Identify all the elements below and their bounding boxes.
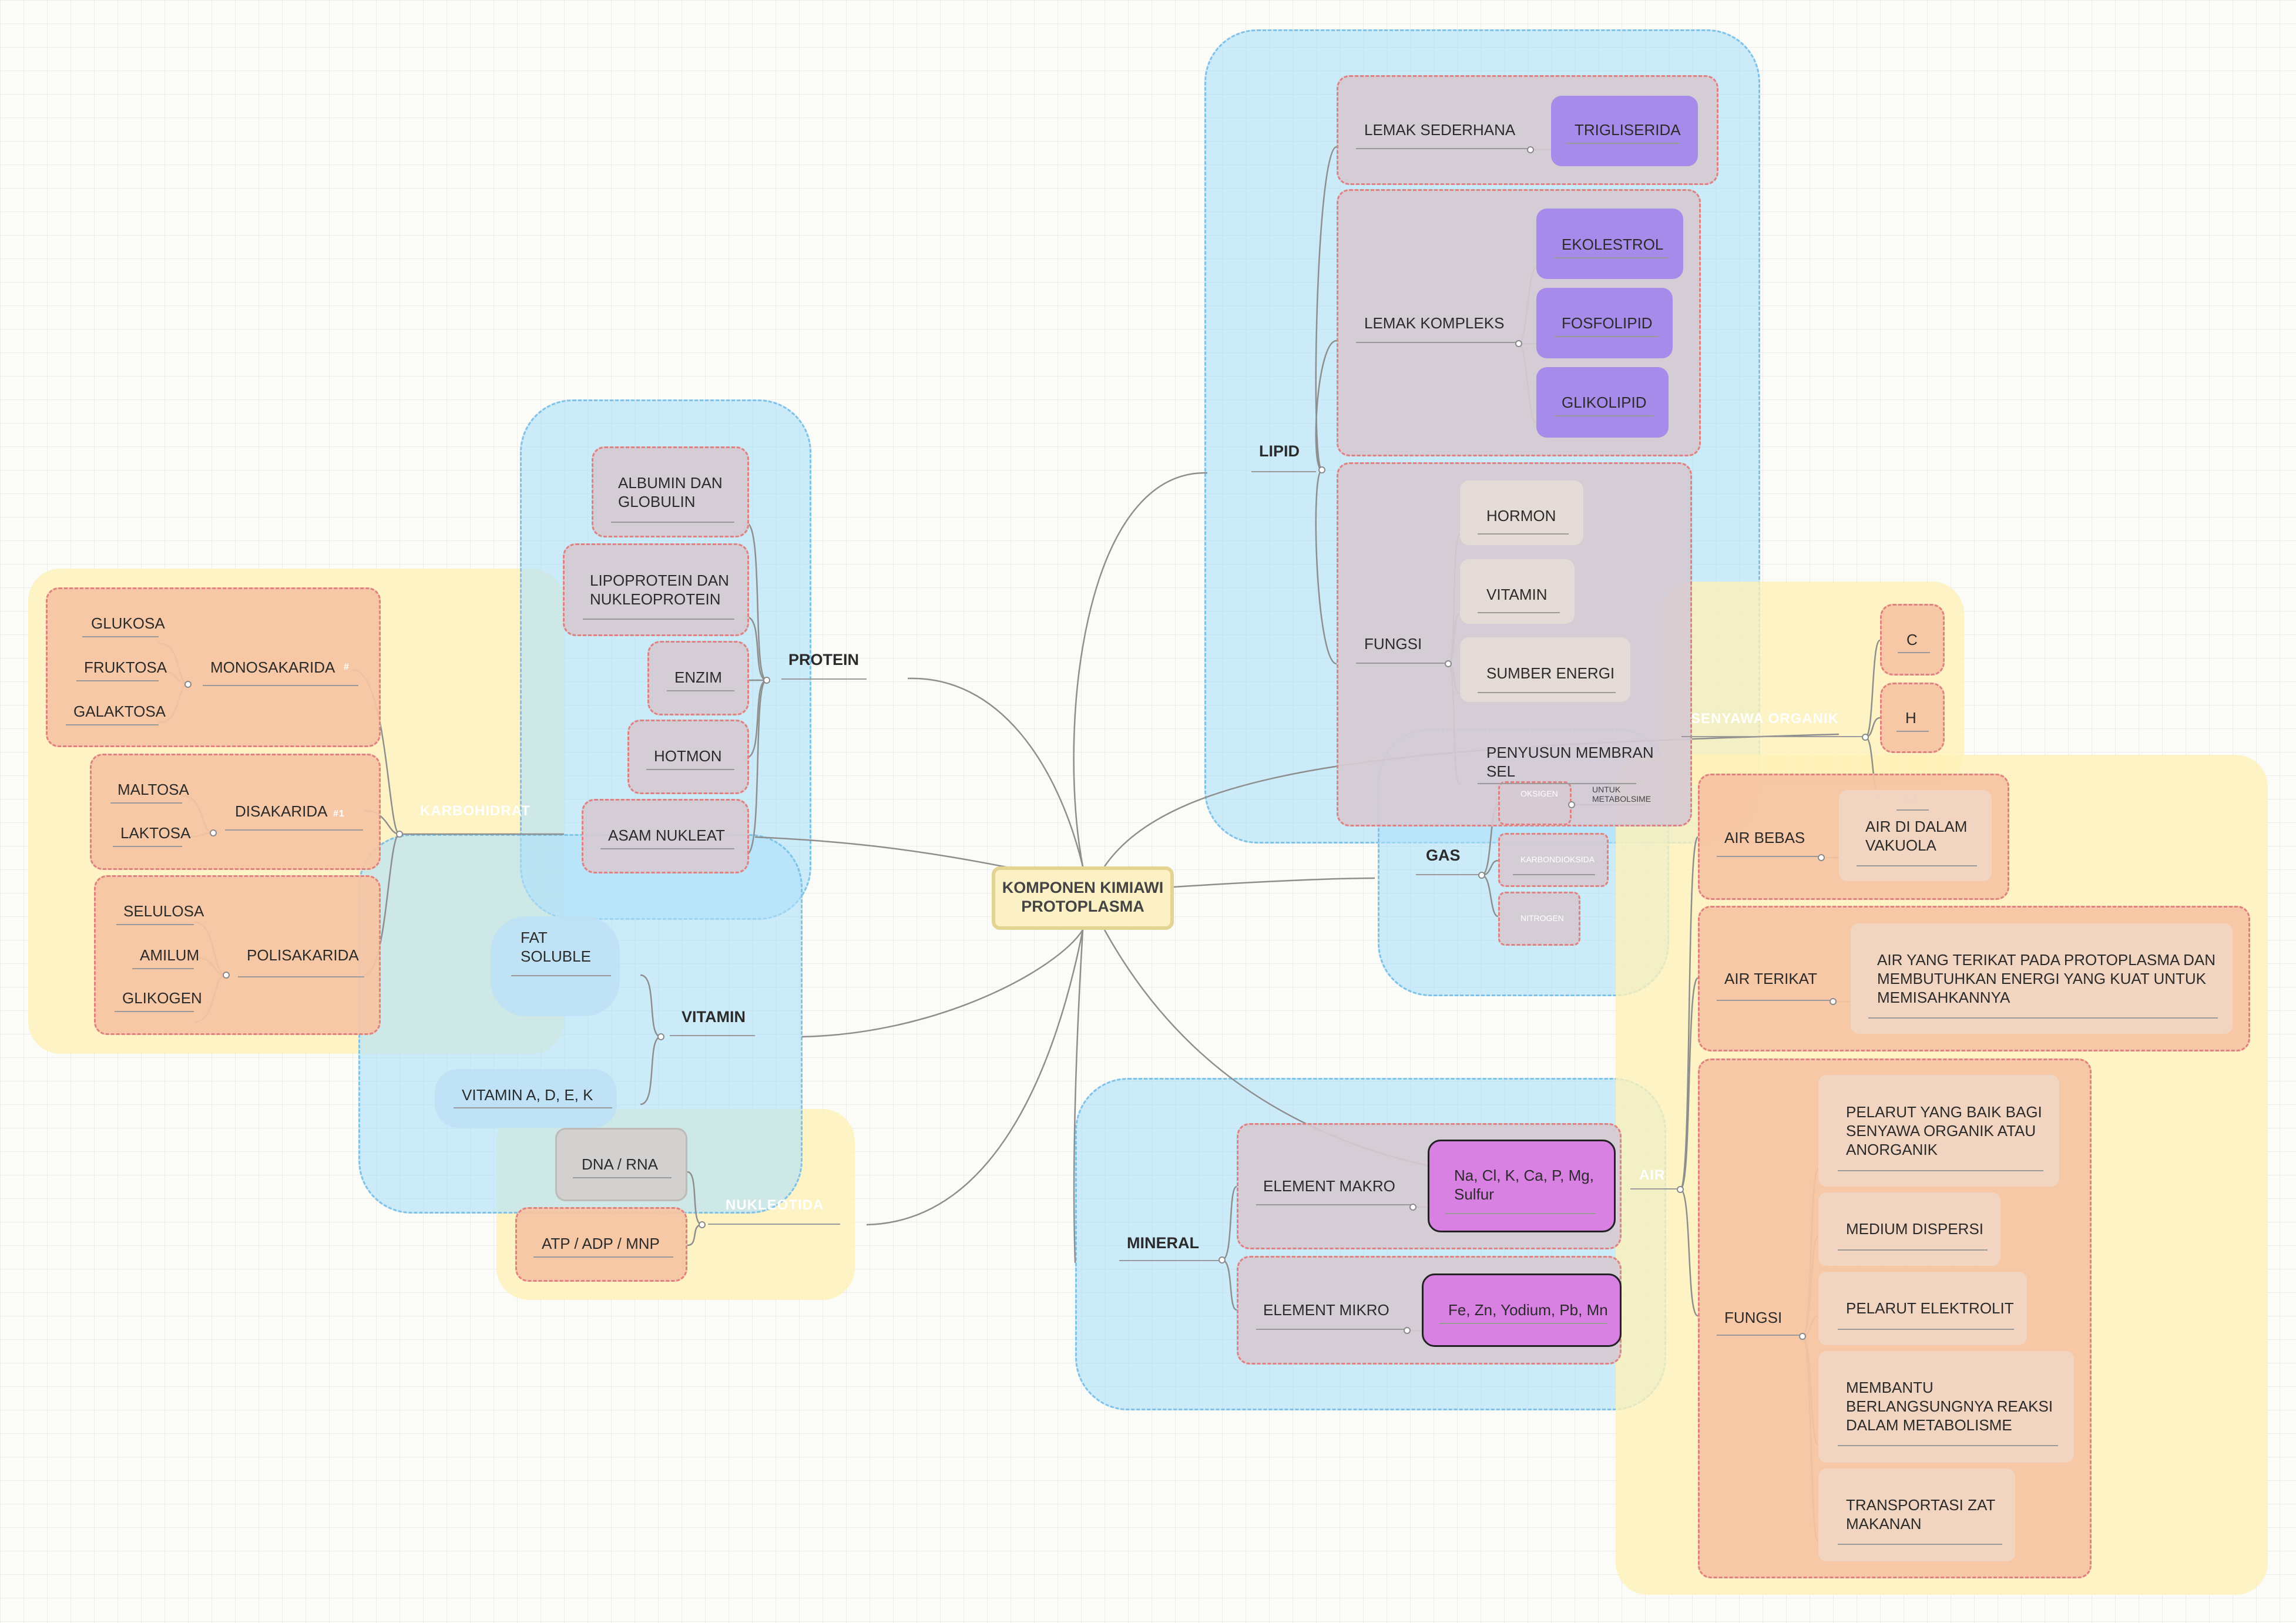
glikogen-node[interactable]: GLIKOGEN — [122, 989, 202, 1007]
monosakarida-tag: # — [344, 662, 350, 672]
laktosa-node[interactable]: LAKTOSA — [120, 824, 191, 842]
dna-rna-node[interactable]: DNA / RNA — [582, 1155, 659, 1173]
asam-nukleat-box[interactable] — [582, 799, 749, 873]
glukosa-node[interactable]: GLUKOSA — [91, 614, 165, 632]
membantu-reaksi-node[interactable]: MEMBANTU BERLANGSUNGNYA REAKSI DALAM MET… — [1846, 1379, 2053, 1434]
enzim-node[interactable]: ENZIM — [674, 668, 722, 686]
hormon-node[interactable]: HORMON — [1486, 507, 1556, 525]
pelarut-organik-box[interactable] — [1818, 1075, 2059, 1187]
albumin-node[interactable]: ALBUMIN DAN GLOBULIN — [618, 474, 723, 510]
selulosa-node[interactable]: SELULOSA — [123, 902, 204, 920]
senyawa-organik-label[interactable]: SENYAWA ORGANIK — [1691, 711, 1839, 727]
gas-node[interactable]: GAS — [1426, 846, 1461, 864]
transportasi-box[interactable] — [1818, 1469, 2015, 1561]
c-box[interactable] — [1880, 604, 1945, 676]
monosakarida-box[interactable] — [46, 587, 381, 747]
fat-soluble-box[interactable] — [491, 916, 620, 1016]
vitamin-adek-box[interactable] — [435, 1069, 617, 1128]
hotmon-box[interactable] — [627, 720, 749, 794]
lipid-fungsi-node[interactable]: FUNGSI — [1364, 635, 1422, 653]
pelarut-elektrolit-node[interactable]: PELARUT ELEKTROLIT — [1846, 1299, 2014, 1317]
amilum-node[interactable]: AMILUM — [140, 946, 200, 964]
air-terikat-node[interactable]: AIR TERIKAT — [1724, 970, 1817, 987]
h-box[interactable] — [1880, 683, 1945, 753]
ekolestrol-node[interactable]: EKOLESTROL — [1562, 236, 1664, 253]
lemak-sederhana-box[interactable] — [1337, 75, 1718, 185]
oksigen-node[interactable]: OKSIGEN — [1520, 789, 1558, 798]
penyusun-membran-node[interactable]: PENYUSUN MEMBRAN SEL — [1486, 744, 1654, 780]
atp-node[interactable]: ATP / ADP / MNP — [542, 1235, 660, 1252]
trigliserida-box[interactable] — [1551, 96, 1698, 166]
air-bebas-node[interactable]: AIR BEBAS — [1724, 829, 1805, 846]
mikro-value-box[interactable] — [1422, 1273, 1622, 1347]
karbohidrat-label[interactable]: KARBOHIDRAT — [420, 803, 531, 819]
pelarut-organik-node[interactable]: PELARUT YANG BAIK BAGI SENYAWA ORGANIK A… — [1846, 1103, 2042, 1158]
air-bebas-value-node[interactable]: AIR DI DALAM VAKUOLA — [1865, 818, 1968, 854]
hotmon-node[interactable]: HOTMON — [654, 747, 722, 765]
lipoprotein-node[interactable]: LIPOPROTEIN DAN NUKLEOPROTEIN — [590, 572, 729, 608]
disakarida-tag: #1 — [333, 809, 345, 819]
oksigen-note[interactable]: UNTUK METABOLSIME — [1592, 785, 1651, 804]
c-node[interactable]: C — [1906, 631, 1918, 648]
atp-box[interactable] — [515, 1207, 687, 1282]
sumber-energi-node[interactable]: SUMBER ENERGI — [1486, 664, 1615, 682]
lemak-sederhana-node[interactable]: LEMAK SEDERHANA — [1364, 121, 1516, 139]
enzim-box[interactable] — [647, 641, 749, 715]
vitamin-adek-node[interactable]: VITAMIN A, D, E, K — [462, 1086, 593, 1104]
polisakarida-node[interactable]: POLISAKARIDA — [247, 946, 359, 964]
lipid-node[interactable]: LIPID — [1259, 442, 1300, 460]
air-fungsi-node[interactable]: FUNGSI — [1724, 1309, 1783, 1326]
medium-dispersi-node[interactable]: MEDIUM DISPERSI — [1846, 1220, 1984, 1238]
fosfolipid-box[interactable] — [1536, 288, 1673, 358]
disakarida-node[interactable]: DISAKARIDA — [235, 802, 328, 820]
air-terikat-value-box[interactable] — [1851, 923, 2233, 1034]
fruktosa-node[interactable]: FRUKTOSA — [84, 658, 167, 676]
makro-value-box[interactable] — [1428, 1140, 1616, 1232]
element-makro-node[interactable]: ELEMENT MAKRO — [1263, 1177, 1395, 1195]
element-mikro-node[interactable]: ELEMENT MIKRO — [1263, 1301, 1389, 1319]
fosfolipid-node[interactable]: FOSFOLIPID — [1562, 314, 1653, 332]
transportasi-node[interactable]: TRANSPORTASI ZAT MAKANAN — [1846, 1496, 1996, 1533]
trigliserida-node[interactable]: TRIGLISERIDA — [1575, 121, 1681, 139]
protein-node[interactable]: PROTEIN — [788, 651, 860, 668]
h-node[interactable]: H — [1905, 709, 1916, 727]
glikolipid-node[interactable]: GLIKOLIPID — [1562, 394, 1647, 411]
nitrogen-node[interactable]: NITROGEN — [1520, 913, 1564, 923]
disakarida-box[interactable] — [90, 754, 381, 870]
galaktosa-node[interactable]: GALAKTOSA — [73, 703, 166, 720]
vitamin-node[interactable]: VITAMIN — [682, 1008, 746, 1026]
karbondioksida-box[interactable] — [1498, 833, 1609, 887]
medium-dispersi-box[interactable] — [1818, 1192, 2000, 1266]
lemak-kompleks-node[interactable]: LEMAK KOMPLEKS — [1364, 314, 1505, 332]
makro-value-node[interactable]: Na, Cl, K, Ca, P, Mg, Sulfur — [1454, 1167, 1594, 1203]
maltosa-node[interactable]: MALTOSA — [118, 781, 189, 798]
mikro-value-node[interactable]: Fe, Zn, Yodium, Pb, Mn — [1448, 1301, 1608, 1319]
nitrogen-box[interactable] — [1498, 892, 1580, 946]
air-terikat-value-node[interactable]: AIR YANG TERIKAT PADA PROTOPLASMA DAN ME… — [1877, 951, 2216, 1006]
mineral-node[interactable]: MINERAL — [1127, 1234, 1199, 1252]
dna-rna-box[interactable] — [555, 1128, 687, 1201]
asam-nukleat-node[interactable]: ASAM NUKLEAT — [608, 826, 725, 844]
karbondioksida-node[interactable]: KARBONDIOKSIDA — [1520, 855, 1595, 864]
vitamin-lipid-node[interactable]: VITAMIN — [1486, 586, 1548, 603]
lipoprotein-box[interactable] — [563, 543, 749, 636]
ekolestrol-box[interactable] — [1536, 209, 1683, 279]
membantu-reaksi-box[interactable] — [1818, 1351, 2074, 1463]
nukleotida-label[interactable]: NUKLEOTIDA — [726, 1197, 824, 1213]
polisakarida-box[interactable] — [94, 875, 381, 1035]
central-topic[interactable]: KOMPONEN KIMIAWI PROTOPLASMA — [992, 866, 1174, 930]
glikolipid-box[interactable] — [1536, 367, 1669, 438]
air-label[interactable]: AIR — [1639, 1167, 1666, 1183]
oksigen-box[interactable] — [1498, 781, 1572, 825]
monosakarida-node[interactable]: MONOSAKARIDA — [210, 658, 335, 676]
fat-soluble-node[interactable]: FAT SOLUBLE — [521, 929, 591, 965]
sumber-energi-box[interactable] — [1460, 637, 1630, 702]
pelarut-elektrolit-box[interactable] — [1818, 1272, 2027, 1345]
